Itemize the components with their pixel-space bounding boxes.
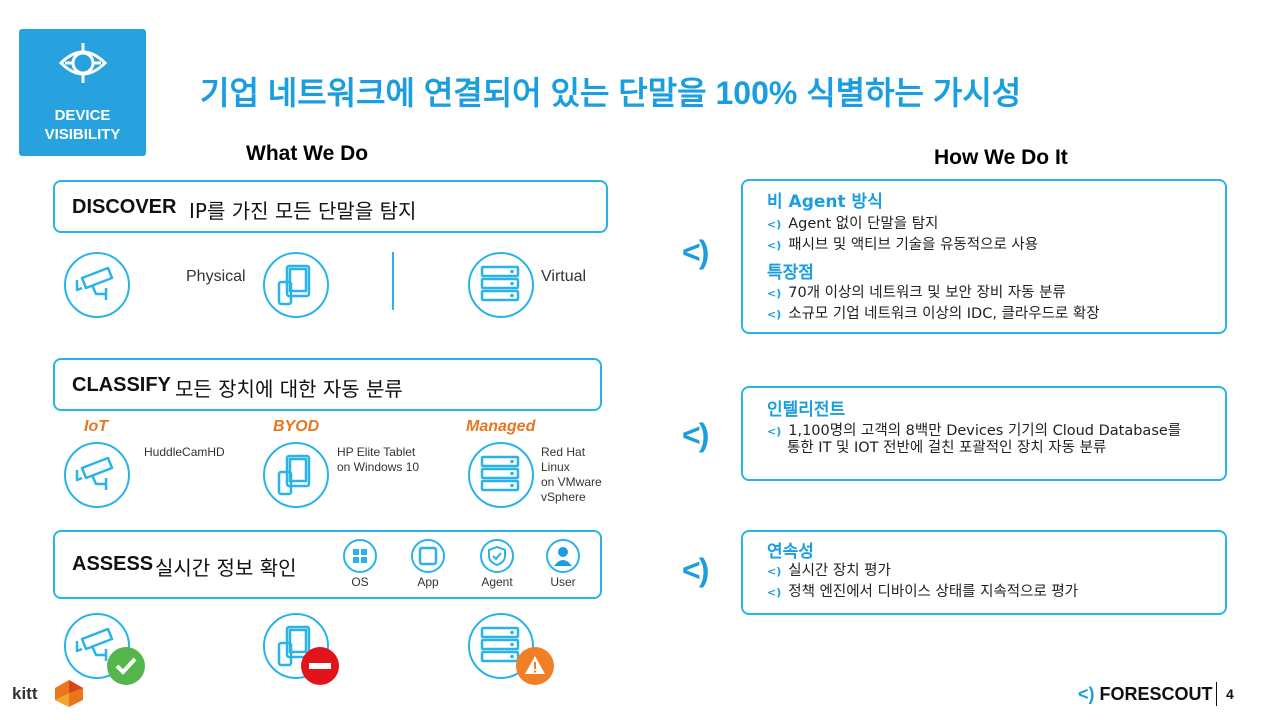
kitt-logo: kitt: [12, 680, 83, 707]
card-heading-features: 특장점: [767, 263, 814, 283]
page-title: 기업 네트워크에 연결되어 있는 단말을 100% 식별하는 가시성: [200, 75, 1022, 111]
forescout-wordmark: FORESCOUT: [1099, 684, 1213, 704]
byod-device-name: HP Elite Tablet on Windows 10: [337, 445, 419, 475]
server-stack-icon: [480, 265, 520, 302]
card-bullet: <)Agent 없이 단말을 탐지: [767, 216, 939, 232]
byod-line-1: HP Elite Tablet: [337, 445, 416, 459]
discover-description: IP를 가진 모든 단말을 탐지: [189, 199, 417, 223]
card-bullet-continuation: 통한 IT 및 IOT 전반에 걸친 포괄적인 장치 자동 분류: [787, 440, 1107, 456]
agent-label: Agent: [481, 575, 513, 589]
managed-device-name: Red Hat Linux on VMware vSphere: [541, 445, 602, 505]
server-device-circle: [468, 252, 534, 318]
discover-box: DISCOVER IP를 가진 모든 단말을 탐지: [53, 180, 608, 233]
card-bullet: <)패시브 및 액티브 기술을 유동적으로 사용: [767, 237, 1039, 253]
card-heading-agentless: 비 Agent 방식: [767, 192, 883, 212]
forescout-logo: <) FORESCOUT: [1078, 684, 1213, 705]
tablet-phone-icon: [277, 625, 311, 667]
classify-description: 모든 장치에 대한 자동 분류: [175, 377, 403, 401]
managed-line-1: Red Hat: [541, 445, 586, 459]
shield-check-icon: [488, 545, 506, 567]
app-label: App: [417, 575, 439, 589]
managed-line-2: Linux: [541, 460, 570, 474]
byod-device-circle: [263, 442, 329, 508]
agent-mini-circle: [480, 539, 514, 573]
assess-description: 실시간 정보 확인: [155, 556, 297, 580]
badge-line-2: VISIBILITY: [44, 126, 121, 143]
discover-title: DISCOVER: [72, 196, 177, 218]
managed-line-3: on VMware: [541, 475, 602, 489]
physical-label: Physical: [186, 268, 246, 285]
warning-icon: [516, 647, 554, 685]
arrow-mark-1: <): [682, 234, 709, 270]
category-byod: BYOD: [273, 418, 320, 435]
tablet-phone-icon: [277, 454, 311, 496]
user-label: User: [550, 575, 576, 589]
iot-device-circle: [64, 442, 130, 508]
user-mini-circle: [546, 539, 580, 573]
category-iot: IoT: [84, 418, 108, 435]
card-bullet: <)실시간 장치 평가: [767, 563, 891, 579]
footer-divider: [1216, 682, 1217, 706]
classify-box: CLASSIFY 모든 장치에 대한 자동 분류: [53, 358, 602, 411]
tablet-phone-icon: [277, 264, 311, 306]
badge-line-1: DEVICE: [54, 107, 111, 124]
card-bullet: <)1,100명의 고객의 8백만 Devices 기기의 Cloud Data…: [767, 423, 1182, 439]
user-icon: [554, 547, 572, 566]
how-card-intelligent: 인텔리전트 <)1,100명의 고객의 8백만 Devices 기기의 Clou…: [741, 386, 1227, 481]
managed-line-4: vSphere: [541, 490, 586, 504]
page-number: 4: [1226, 686, 1234, 702]
card-bullet: <)소규모 기업 네트워크 이상의 IDC, 클라우드로 확장: [767, 306, 1100, 322]
camera-device-circle: [64, 252, 130, 318]
security-camera-icon: [75, 266, 114, 300]
forescout-mark: <): [1078, 684, 1095, 704]
card-bullet: <)70개 이상의 네트워크 및 보안 장비 자동 분류: [767, 285, 1066, 301]
category-managed: Managed: [466, 418, 536, 435]
classify-title: CLASSIFY: [72, 374, 171, 396]
how-we-do-it-heading: How We Do It: [934, 146, 1068, 169]
eye-target-icon: [59, 43, 107, 83]
arrow-mark-3: <): [682, 552, 709, 588]
kitt-logo-mark-icon: [55, 680, 83, 707]
arrow-mark-2: <): [682, 417, 709, 453]
server-stack-icon: [480, 455, 520, 492]
virtual-label: Virtual: [541, 268, 587, 285]
assess-box: ASSESS 실시간 정보 확인 OS App Agent User: [53, 530, 602, 599]
how-card-continuity: 연속성 <)실시간 장치 평가 <)정책 엔진에서 디바이스 상태를 지속적으로…: [741, 530, 1227, 615]
tablet-device-circle: [263, 252, 329, 318]
device-visibility-badge: DEVICE VISIBILITY: [19, 29, 146, 156]
assessed-camera-circle: [64, 613, 130, 679]
compliant-check-icon: [107, 647, 145, 685]
how-card-agentless: 비 Agent 방식 <)Agent 없이 단말을 탐지 <)패시브 및 액티브…: [741, 179, 1227, 334]
card-heading-continuity: 연속성: [767, 542, 814, 562]
what-we-do-heading: What We Do: [246, 142, 369, 165]
os-label: OS: [351, 575, 369, 589]
security-camera-icon: [75, 627, 114, 661]
assess-title: ASSESS: [72, 553, 154, 575]
discover-divider: [392, 252, 394, 310]
managed-device-circle: [468, 442, 534, 508]
os-mini-circle: [343, 539, 377, 573]
byod-line-2: on Windows 10: [337, 460, 420, 474]
card-heading-intelligent: 인텔리전트: [767, 400, 846, 420]
security-camera-icon: [75, 456, 114, 490]
blocked-icon: [301, 647, 339, 685]
iot-device-name: HuddleCamHD: [144, 445, 225, 459]
card-bullet: <)정책 엔진에서 디바이스 상태를 지속적으로 평가: [767, 584, 1079, 600]
windows-icon: [353, 549, 367, 563]
app-window-icon: [418, 546, 438, 566]
app-mini-circle: [411, 539, 445, 573]
kitt-wordmark: kitt: [12, 684, 38, 703]
